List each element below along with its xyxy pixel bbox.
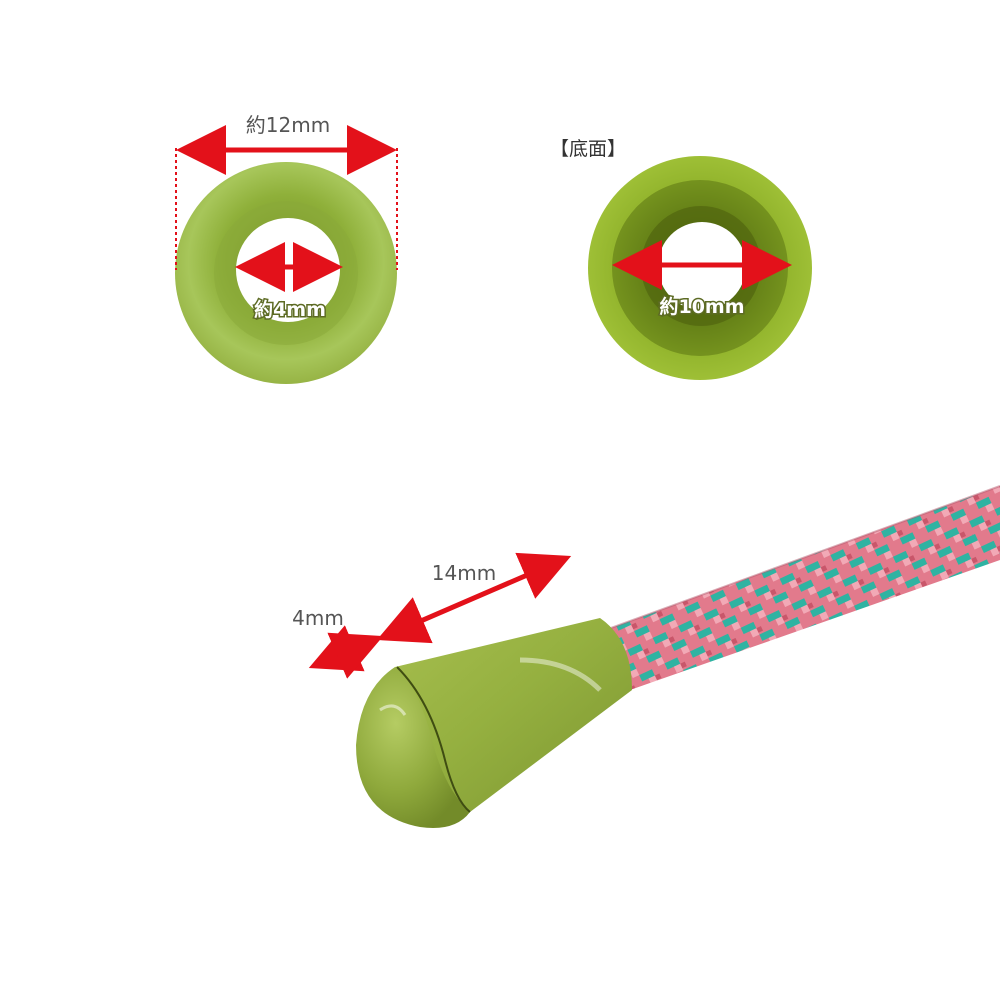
bottom-inner-diameter-label: 約10mm (659, 295, 744, 318)
length-label: 14mm (432, 561, 496, 585)
length-arrow (376, 552, 572, 644)
top-view-ring (175, 162, 397, 384)
braided-cord (599, 485, 1000, 690)
cap-length-label: 4mm (292, 606, 344, 630)
cap-length-arrow (308, 625, 384, 679)
bottom-view-title: 【底面】 (550, 138, 626, 160)
outer-diameter-label: 約12mm (246, 113, 330, 137)
inner-diameter-label: 約4mm (254, 298, 326, 321)
bottom-view-ring (588, 156, 812, 380)
cord-end-cap (356, 618, 632, 828)
cap-body (395, 618, 632, 813)
